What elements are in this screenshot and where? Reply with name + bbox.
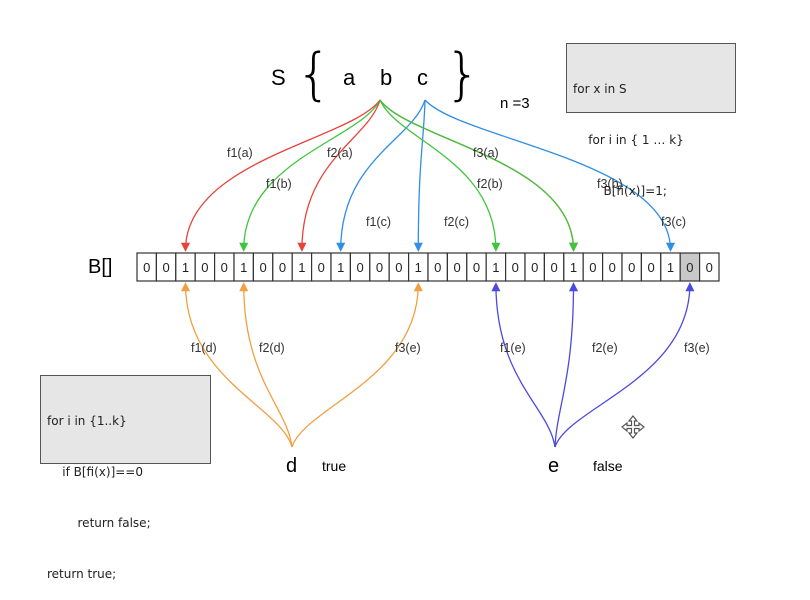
insert-code-line: B[fi(x)]=1; <box>573 184 667 198</box>
query-result-d: true <box>322 458 346 474</box>
insert-code-box: for x in S for i in { 1 … k} B[fi(x)]=1; <box>566 43 736 198</box>
bit-value: 1 <box>337 260 344 275</box>
query-code-box: for i in {1..k} if B[fi(x)]==0 return fa… <box>40 375 211 581</box>
query-arrow <box>291 282 423 448</box>
bit-value: 0 <box>609 260 616 275</box>
bit-cell <box>698 252 720 282</box>
bitarray-label: B[] <box>88 256 112 278</box>
query-hash-label: f3(e) <box>684 341 710 355</box>
query-code-line: if B[fi(x)]==0 <box>47 465 143 479</box>
bit-value: 1 <box>492 260 499 275</box>
query-code-line: return false; <box>47 516 151 530</box>
query-code-line: return true; <box>47 567 117 581</box>
query-arrow <box>554 282 579 448</box>
bit-value: 1 <box>240 260 247 275</box>
bit-value: 1 <box>298 260 305 275</box>
bit-value: 0 <box>376 260 383 275</box>
bit-value: 0 <box>473 260 480 275</box>
query-result-e: false <box>593 458 623 474</box>
hash-arrow <box>336 99 426 252</box>
bit-value: 0 <box>395 260 402 275</box>
hash-arrow <box>180 99 381 252</box>
bit-value: 1 <box>570 260 577 275</box>
hash-arrow <box>379 99 579 252</box>
bit-value: 0 <box>706 260 713 275</box>
bit-value: 0 <box>686 260 693 275</box>
hash-arrow <box>413 99 426 252</box>
query-arrow <box>239 282 293 448</box>
hash-label: f3(a) <box>473 146 499 160</box>
bit-value: 0 <box>318 260 325 275</box>
insert-code-line: for i in { 1 … k} <box>573 133 684 147</box>
hash-label: f1(a) <box>227 146 253 160</box>
set-element-c: c <box>417 65 428 90</box>
bit-value: 1 <box>667 260 674 275</box>
query-hash-label: f3(e) <box>395 341 421 355</box>
hash-label: f2(b) <box>477 177 503 191</box>
bit-value: 0 <box>162 260 169 275</box>
set-open-brace: { <box>296 42 332 107</box>
hash-arrow <box>239 99 381 252</box>
hash-label: f2(c) <box>444 215 469 229</box>
query-hash-label: f1(d) <box>191 341 217 355</box>
query-hash-label: f2(e) <box>592 341 618 355</box>
bit-value: 1 <box>182 260 189 275</box>
query-node-d: d <box>286 455 297 477</box>
bit-value: 0 <box>453 260 460 275</box>
query-arrow <box>180 282 293 448</box>
move-cursor-icon <box>621 415 645 439</box>
hash-arrow <box>379 99 501 252</box>
bit-value: 0 <box>512 260 519 275</box>
query-hash-label: f1(e) <box>500 341 526 355</box>
bit-value: 0 <box>221 260 228 275</box>
bit-value: 0 <box>647 260 654 275</box>
bit-value: 1 <box>415 260 422 275</box>
hash-label: f1(b) <box>266 177 292 191</box>
bit-value: 0 <box>434 260 441 275</box>
set-close-brace: } <box>445 42 481 107</box>
query-code-line: for i in {1..k} <box>47 414 127 428</box>
bit-value: 0 <box>628 260 635 275</box>
bit-value: 0 <box>143 260 150 275</box>
bit-value: 0 <box>201 260 208 275</box>
query-node-e: e <box>548 455 559 477</box>
bit-value: 0 <box>356 260 363 275</box>
query-arrow <box>491 282 556 448</box>
hash-label: f1(c) <box>366 215 391 229</box>
set-element-b: b <box>380 65 392 90</box>
bit-value: 0 <box>531 260 538 275</box>
bit-value: 0 <box>279 260 286 275</box>
bit-value: 0 <box>550 260 557 275</box>
query-arrow <box>554 282 695 448</box>
bit-value: 0 <box>259 260 266 275</box>
hash-arrow <box>379 99 579 252</box>
hash-label: f3(c) <box>661 215 686 229</box>
hash-arrow <box>424 99 676 252</box>
hash-label: f3(b) <box>597 177 623 191</box>
set-label: S <box>271 65 286 90</box>
hash-arrow <box>297 99 381 252</box>
bit-value: 0 <box>589 260 596 275</box>
hash-label: f2(a) <box>327 146 353 160</box>
set-element-a: a <box>343 65 356 90</box>
set-size-label: n =3 <box>500 95 530 112</box>
insert-code-line: for x in S <box>573 82 627 96</box>
query-hash-label: f2(d) <box>259 341 285 355</box>
